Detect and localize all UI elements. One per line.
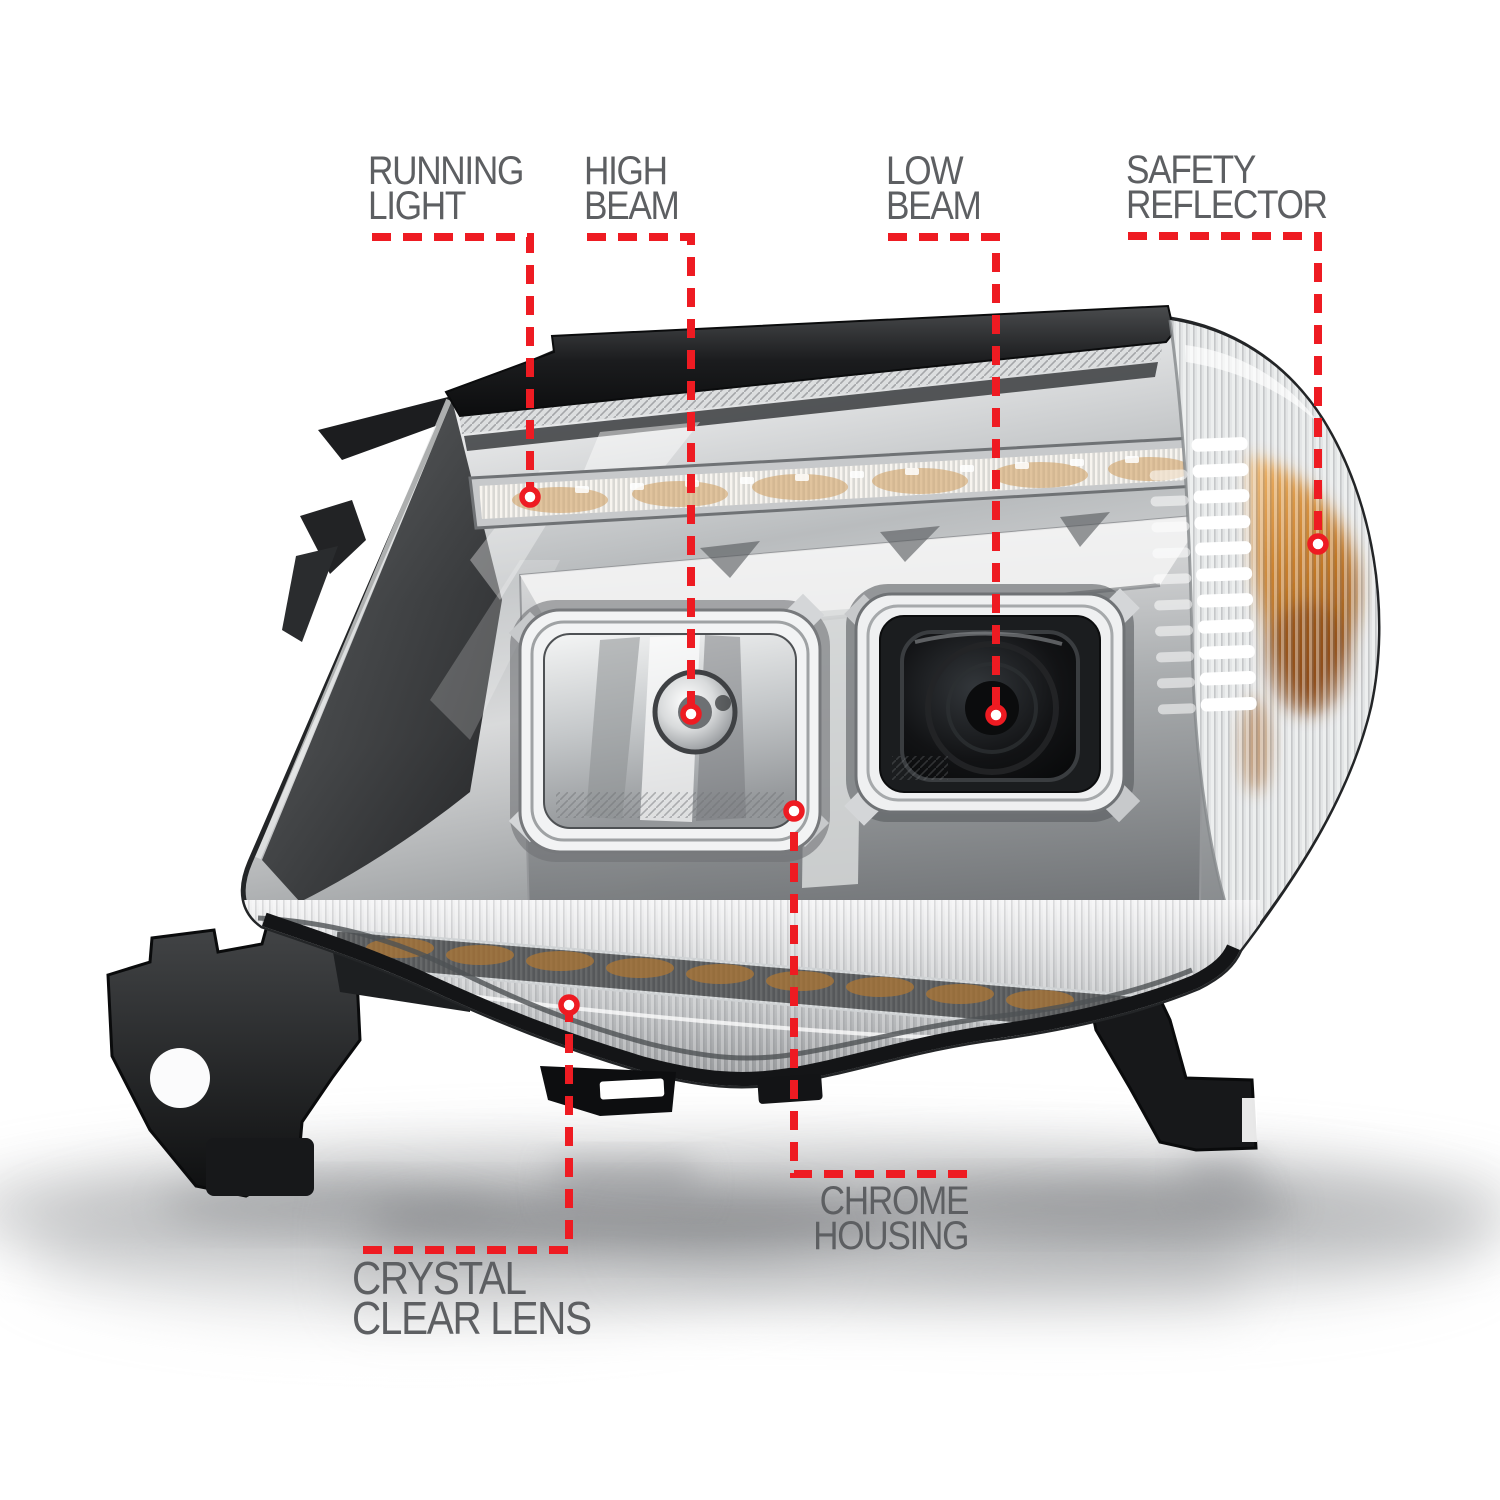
- callout-running-light-line1: RUNNING: [368, 149, 524, 193]
- top-left-mount-tabs: [282, 396, 452, 642]
- marker-running-light: [519, 486, 541, 508]
- callout-crystal-clear-lens: CRYSTAL CLEAR LENS: [352, 1252, 592, 1344]
- leader-crystal-clear-lens: [363, 1005, 573, 1254]
- marker-low-beam: [985, 704, 1007, 726]
- mounting-bracket-right: [1086, 980, 1258, 1152]
- low-beam-projector: [844, 584, 1141, 826]
- callout-safety-reflector-line1: SAFETY: [1126, 148, 1256, 192]
- marker-high-beam: [680, 703, 702, 725]
- callout-crystal-clear-lens-line1: CRYSTAL: [352, 1252, 527, 1304]
- callout-safety-reflector: SAFETY REFLECTOR: [1126, 148, 1328, 227]
- callout-safety-reflector-line2: REFLECTOR: [1126, 183, 1328, 227]
- callout-chrome-housing-line2: HOUSING: [812, 1214, 969, 1258]
- corner-lens: [1149, 319, 1379, 949]
- callout-low-beam-line2: BEAM: [886, 184, 982, 228]
- callout-running-light: RUNNING LIGHT: [368, 149, 524, 228]
- callout-high-beam-line1: HIGH: [584, 149, 668, 193]
- callout-low-beam-line1: LOW: [886, 149, 964, 193]
- callout-chrome-housing: CHROME HOUSING: [812, 1179, 969, 1258]
- marker-safety-reflector: [1307, 533, 1329, 555]
- marker-chrome-housing: [783, 800, 805, 822]
- callout-leaders: [363, 232, 1322, 1254]
- callout-high-beam-line2: BEAM: [584, 184, 680, 228]
- leader-running-light: [372, 233, 534, 497]
- callout-running-light-line2: LIGHT: [368, 184, 466, 228]
- bracket-hole: [150, 1048, 210, 1108]
- leader-high-beam: [587, 233, 695, 714]
- high-beam-projector: [508, 593, 830, 862]
- callout-high-beam: HIGH BEAM: [584, 149, 680, 228]
- floor-reflection: [0, 1146, 1500, 1500]
- callout-low-beam: LOW BEAM: [886, 149, 982, 228]
- lower-lens-area: [243, 900, 1260, 1086]
- callout-chrome-housing-line1: CHROME: [819, 1179, 969, 1223]
- leader-low-beam: [888, 233, 1000, 715]
- leader-chrome-housing: [790, 811, 967, 1178]
- lower-led-strip: [330, 928, 1142, 1036]
- running-light-strip: [468, 434, 1234, 530]
- white-divider-teeth: [1191, 437, 1257, 712]
- callout-crystal-clear-lens-line2: CLEAR LENS: [352, 1292, 592, 1344]
- leader-safety-reflector: [1128, 232, 1322, 544]
- callout-markers: [519, 486, 1329, 1016]
- left-dark-zone: [262, 400, 502, 902]
- marker-crystal-clear-lens: [558, 994, 580, 1016]
